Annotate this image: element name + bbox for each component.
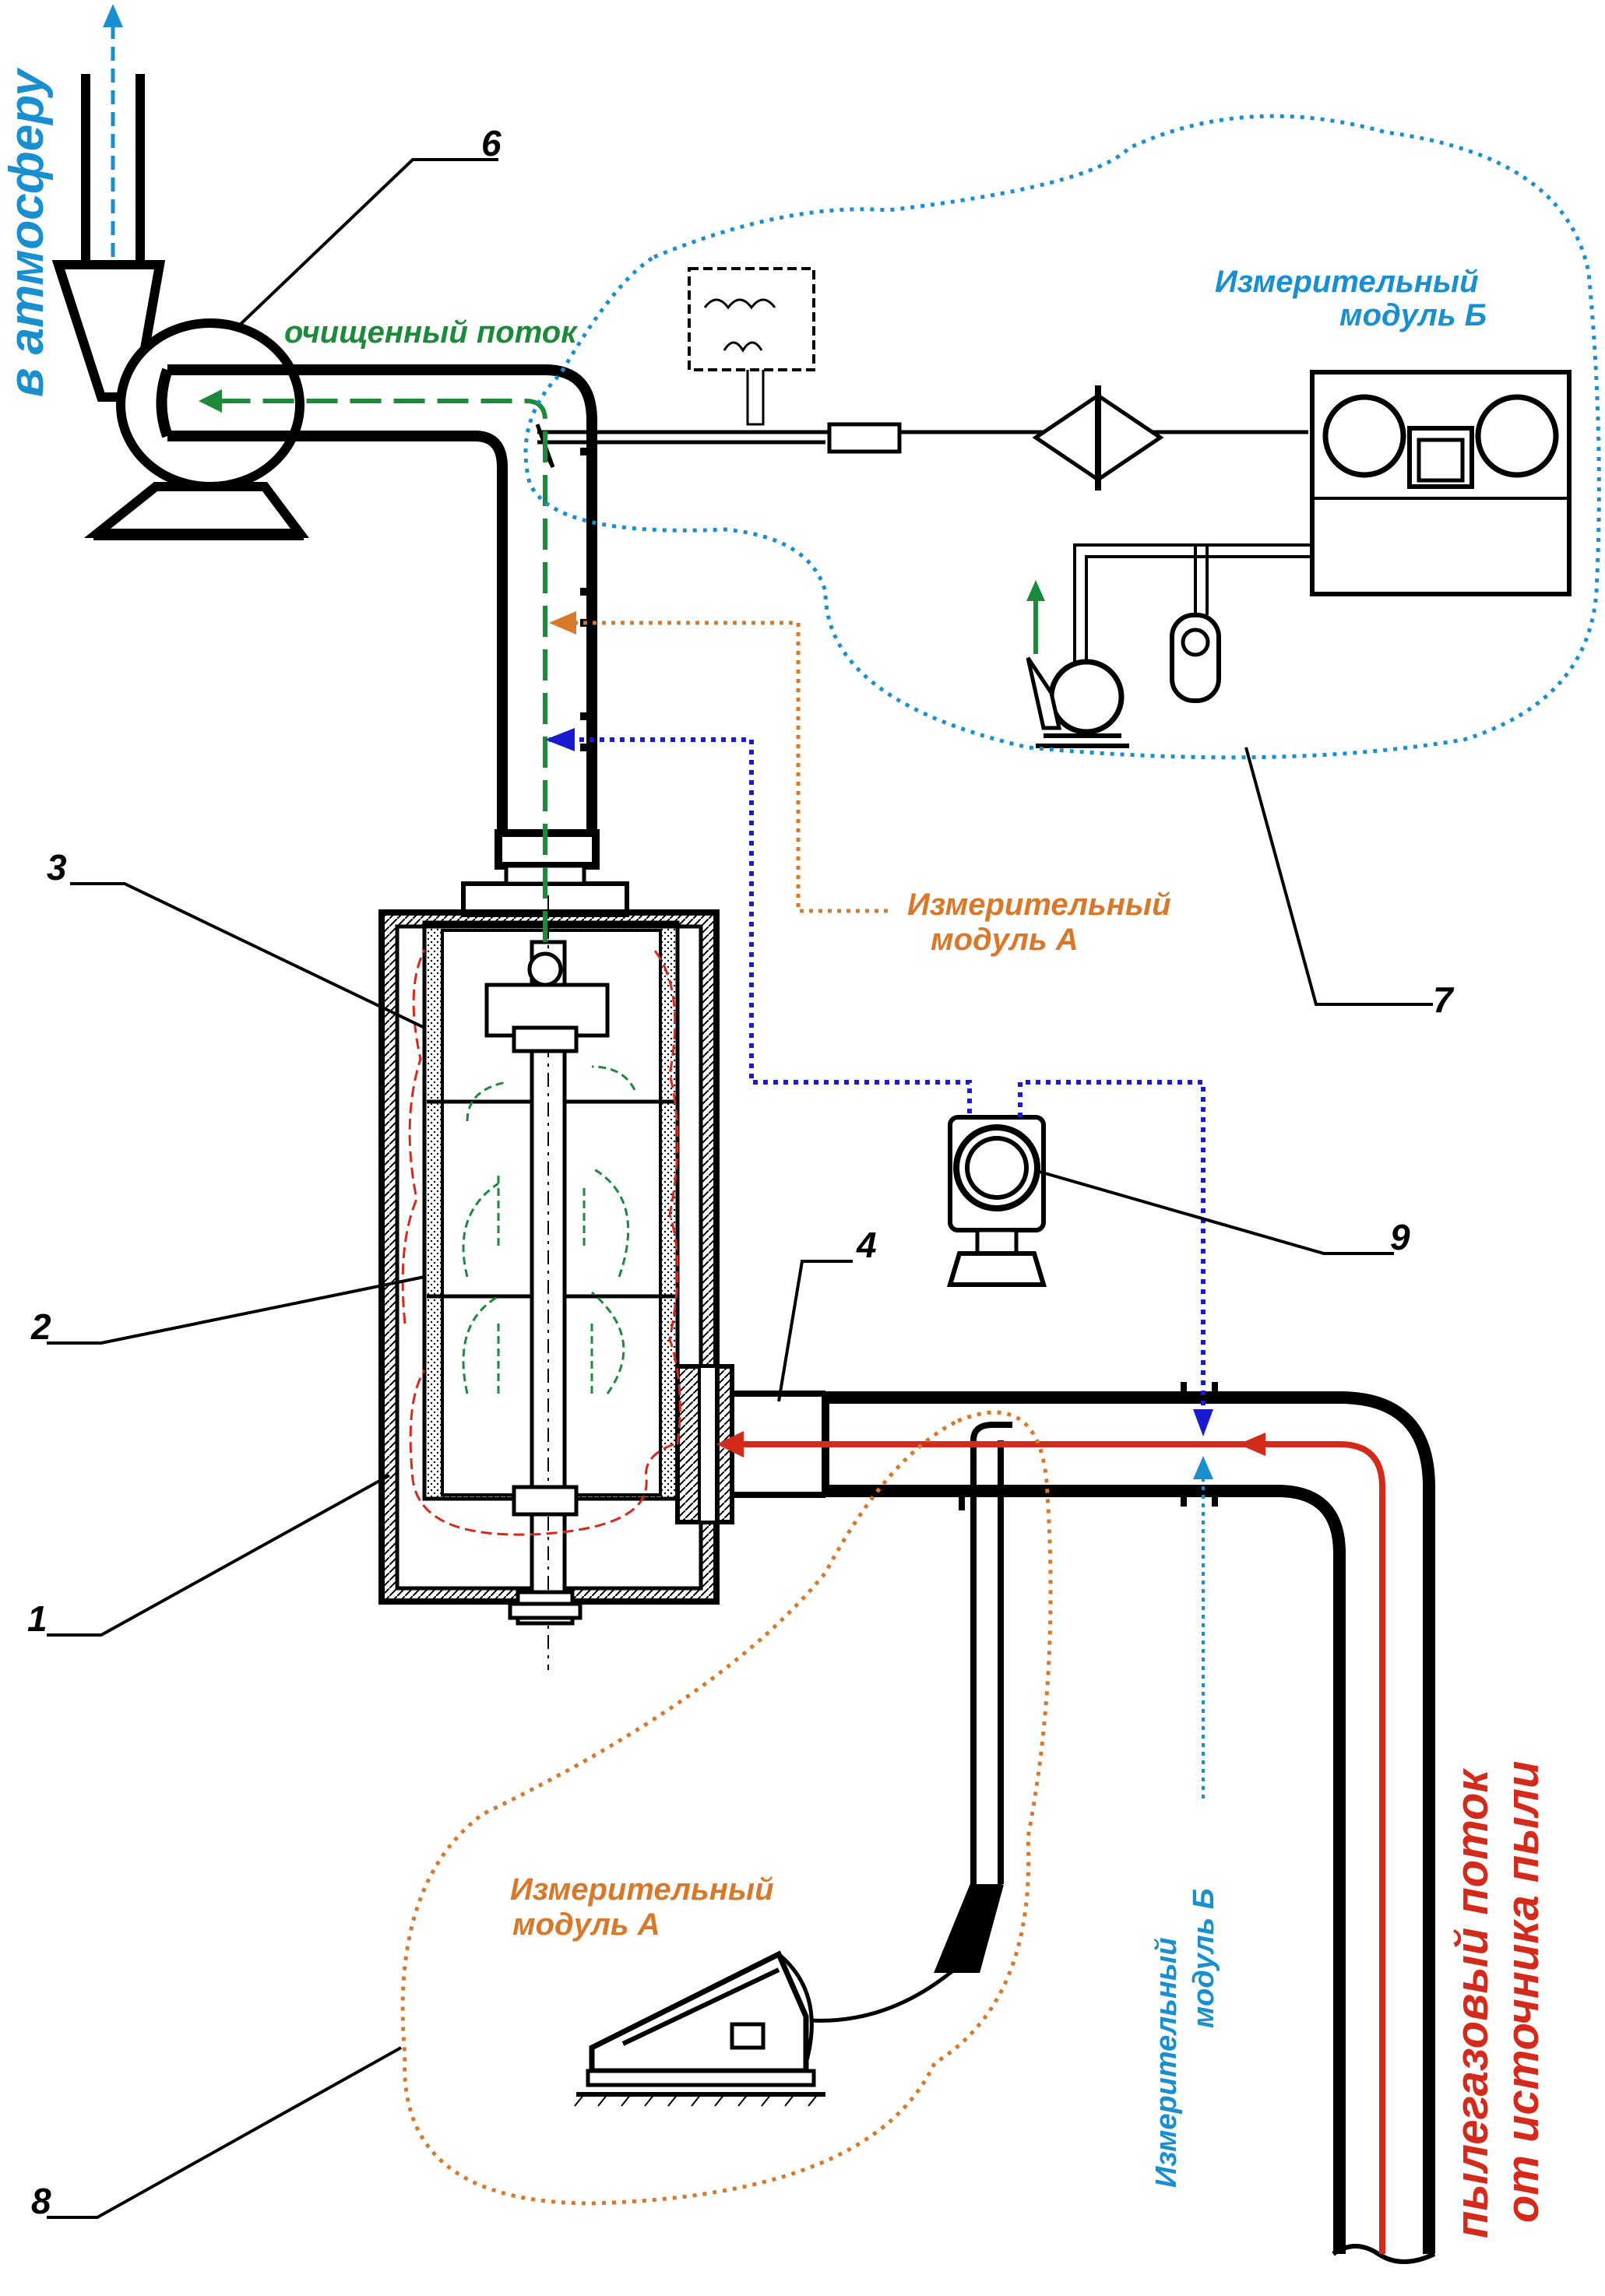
label-module-a-mid-line1: Измерительный [907, 888, 1171, 922]
callout-2: 2 [30, 1306, 51, 1347]
leader-lines [47, 158, 1433, 2219]
label-to-atmosphere: в атмосферу [0, 67, 54, 397]
pressure-line-1 [549, 737, 972, 1117]
module-a-line [576, 621, 888, 913]
label-module-b-line2: модуль Б [1339, 298, 1487, 332]
module-a-instrument [574, 1422, 1012, 2107]
module-b-outline [523, 114, 1601, 760]
callout-8: 8 [31, 2181, 51, 2221]
filter-vessel [378, 863, 720, 1670]
callout-1: 1 [27, 1598, 48, 1639]
label-module-b-line1: Измерительный [1215, 265, 1479, 299]
label-clean-flow: очищенный поток [284, 315, 578, 350]
callout-3: 3 [47, 847, 67, 888]
callout-4: 4 [856, 1225, 877, 1265]
filter-red-flow [401, 949, 681, 1536]
callout-9: 9 [1390, 1217, 1410, 1257]
callout-6: 6 [481, 123, 502, 163]
filter-internal-flow [462, 1065, 636, 1394]
clean-flow-arrow [218, 399, 547, 942]
pressure-line-2 [1018, 1080, 1206, 1429]
label-module-a-low-line2: модуль А [512, 1907, 660, 1942]
dusty-flow-arrow [740, 1441, 1385, 2254]
fan-6 [51, 74, 309, 540]
pressure-transmitter-9 [946, 1115, 1047, 1287]
label-module-a-low-line1: Измерительный [510, 1872, 774, 1907]
module-a-outline [400, 1410, 1053, 2206]
label-module-b-vert-line2: модуль Б [1188, 1888, 1220, 2028]
label-dust-flow-line2: от источника пыли [1498, 1761, 1548, 2223]
module-b-instrument [535, 267, 1572, 748]
clean-gas-duct [156, 364, 600, 870]
label-dust-flow-line1: пылегазовый поток [1447, 1768, 1498, 2238]
callout-7: 7 [1433, 979, 1455, 1020]
dusty-gas-duct [825, 1382, 1436, 2264]
label-module-a-mid-line2: модуль А [931, 923, 1079, 957]
label-module-b-vert-line1: Измерительный [1150, 1937, 1183, 2188]
